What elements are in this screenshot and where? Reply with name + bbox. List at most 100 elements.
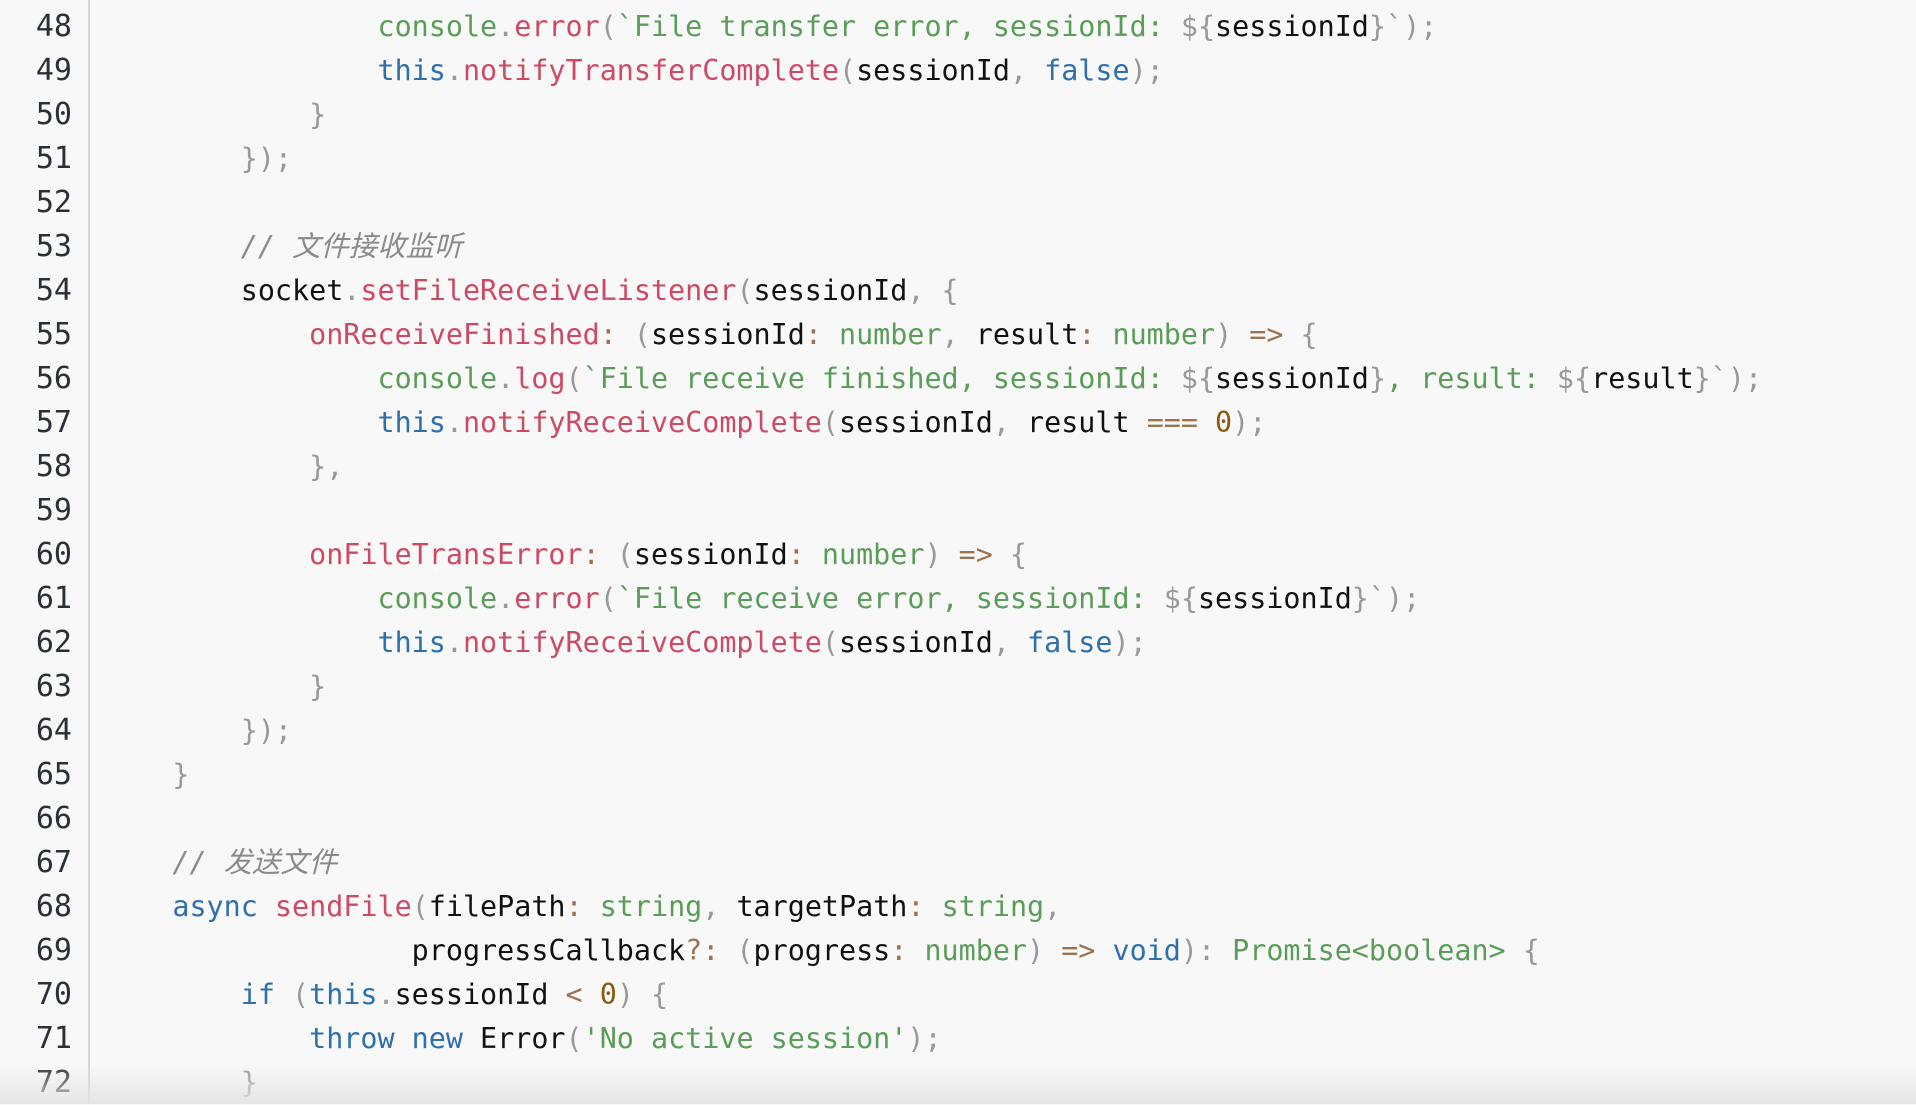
code-line[interactable]: 50 } [0,93,1916,137]
code-line[interactable]: 72 } [0,1061,1916,1105]
code-line[interactable]: 58 }, [0,445,1916,489]
punctuation-token: , [1009,54,1045,87]
punctuation-token: , [992,626,1028,659]
code-text: progressCallback?: (progress: number) =>… [104,929,1540,973]
punctuation-token: ( [821,626,839,659]
punctuation-token: , [941,318,976,351]
line-number: 65 [35,757,72,792]
code-line[interactable]: 59 [0,489,1916,533]
code-line[interactable]: 61 console.error(`File receive error, se… [0,577,1916,621]
code-line[interactable]: 48 console.error(`File transfer error, s… [0,5,1916,49]
code-text: console.error(`File transfer error, sess… [104,5,1437,49]
punctuation-token: ( [411,890,429,923]
identifier-token: filePath [428,890,566,923]
keyword-token: async [104,890,258,923]
code-editor[interactable]: 48 console.error(`File transfer error, s… [0,5,1916,1105]
code-text: this.notifyReceiveComplete(sessionId, fa… [104,621,1147,665]
code-line[interactable]: 57 this.notifyReceiveComplete(sessionId,… [0,401,1916,445]
punctuation-token: ${ [1556,362,1592,395]
code-text: throw new Error('No active session'); [104,1017,941,1061]
code-line[interactable]: 49 this.notifyTransferComplete(sessionId… [0,49,1916,93]
gutter-divider [88,0,90,1104]
operator-token: : [582,538,600,571]
string-or-type-token: number [907,934,1028,967]
punctuation-token: ( [565,1022,583,1055]
punctuation-token: . [497,10,515,43]
code-line[interactable]: 65 } [0,753,1916,797]
punctuation-token: ) { [616,978,669,1011]
punctuation-token: }, [104,450,344,483]
operator-token: : [787,538,805,571]
keyword-token: this [104,54,446,87]
punctuation-token: ( [565,362,583,395]
string-or-type-token: `File transfer error, sessionId: [616,10,1181,43]
code-text: this.notifyTransferComplete(sessionId, f… [104,49,1163,93]
identifier-token: progress [753,934,891,967]
punctuation-token: ); [1112,626,1147,659]
punctuation-token: ( [599,538,634,571]
comment-token: // 发送文件 [104,846,338,879]
code-line[interactable]: 66 [0,797,1916,841]
string-or-type-token: `File receive error, sessionId: [616,582,1164,615]
function-name-token: log [514,362,566,395]
operator-token: => [1061,934,1096,967]
identifier-token: sessionId [1215,362,1369,395]
code-line[interactable]: 62 this.notifyReceiveComplete(sessionId,… [0,621,1916,665]
operator-token: : [907,890,925,923]
code-line[interactable]: 52 [0,181,1916,225]
punctuation-token: } [104,758,190,791]
code-line[interactable]: 51 }); [0,137,1916,181]
string-or-type-token: console [104,362,498,395]
code-line[interactable]: 54 socket.setFileReceiveListener(session… [0,269,1916,313]
function-name-token: notifyReceiveComplete [462,626,822,659]
punctuation-token: ( [719,934,754,967]
operator-token: ?: [685,934,720,967]
string-or-type-token: console [104,582,498,615]
code-text: } [104,1061,258,1105]
line-number: 61 [35,581,72,616]
punctuation-token: ( [821,406,839,439]
identifier-token: targetPath [736,890,908,923]
code-line[interactable]: 63 } [0,665,1916,709]
identifier-token: result [1591,362,1694,395]
line-number: 70 [35,977,72,1012]
code-text: console.error(`File receive error, sessi… [104,577,1420,621]
code-line[interactable]: 71 throw new Error('No active session'); [0,1017,1916,1061]
code-line[interactable]: 64 }); [0,709,1916,753]
identifier-token: Error [462,1022,566,1055]
operator-token: : [565,890,583,923]
identifier-token: sessionId [839,406,993,439]
punctuation-token: ( [274,978,310,1011]
code-line[interactable]: 55 onReceiveFinished: (sessionId: number… [0,313,1916,357]
punctuation-token: ( [839,54,857,87]
punctuation-token: { [1505,934,1540,967]
function-name-token: onReceiveFinished [104,318,600,351]
punctuation-token: ( [599,10,617,43]
operator-token: : [804,318,822,351]
function-name-token: notifyReceiveComplete [462,406,822,439]
string-or-type-token: console [104,10,498,43]
identifier-token: socket [104,274,344,307]
punctuation-token: { [992,538,1028,571]
code-line[interactable]: 70 if (this.sessionId < 0) { [0,973,1916,1017]
line-number: 71 [35,1021,72,1056]
line-number: 68 [35,889,72,924]
operator-token: : [599,318,617,351]
punctuation-token: , [702,890,737,923]
code-text: async sendFile(filePath: string, targetP… [104,885,1061,929]
code-line[interactable]: 67 // 发送文件 [0,841,1916,885]
code-line[interactable]: 56 console.log(`File receive finished, s… [0,357,1916,401]
code-line[interactable]: 69 progressCallback?: (progress: number)… [0,929,1916,973]
keyword-token: if [104,978,275,1011]
punctuation-token: . [497,362,515,395]
code-line[interactable]: 60 onFileTransError: (sessionId: number)… [0,533,1916,577]
line-number: 69 [35,933,72,968]
identifier-token: sessionId [1197,582,1352,615]
code-line[interactable]: 68 async sendFile(filePath: string, targ… [0,885,1916,929]
punctuation-token: , [1044,890,1062,923]
code-line[interactable]: 53 // 文件接收监听 [0,225,1916,269]
function-name-token: onFileTransError [104,538,583,571]
function-name-token: sendFile [257,890,412,923]
identifier-token: sessionId [839,626,993,659]
punctuation-token: ); [1385,582,1421,615]
